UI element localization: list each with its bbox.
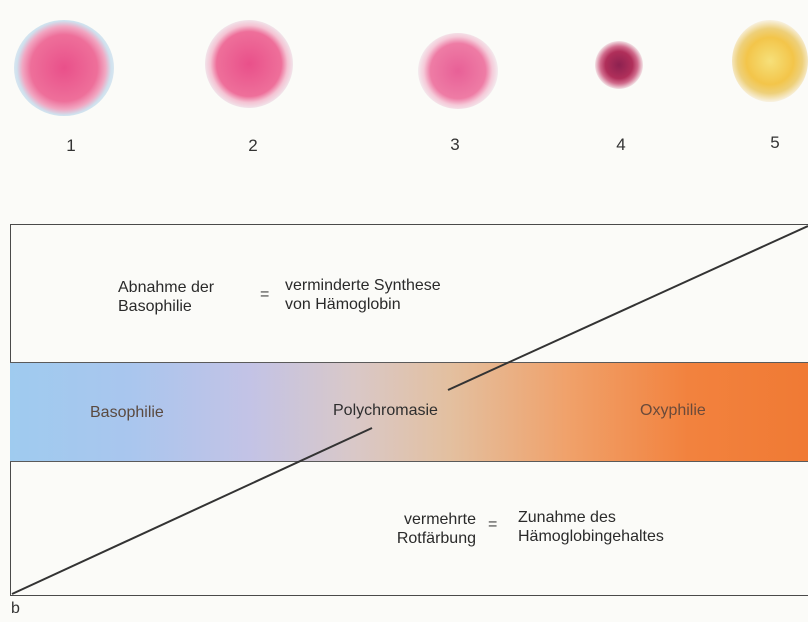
cell-1 [14, 20, 114, 116]
upper-right-text: verminderte Synthese von Hämoglobin [285, 276, 441, 314]
upper-right-line1: verminderte Synthese [285, 276, 441, 295]
cell-4 [595, 41, 643, 89]
cell-2 [205, 20, 293, 108]
cell-2-number: 2 [238, 136, 268, 156]
lower-right-line1: Zunahme des [518, 508, 664, 527]
lower-equals-sign: = [488, 516, 497, 534]
upper-left-text: Abnahme der Basophilie [118, 278, 214, 316]
band-label-oxyphilie: Oxyphilie [640, 402, 706, 420]
lower-right-text: Zunahme des Hämoglobingehaltes [518, 508, 664, 546]
cell-3-number: 3 [440, 135, 470, 155]
cell-3 [418, 33, 498, 109]
lower-left-line1: vermehrte [362, 510, 476, 529]
figure-part-label: b [11, 600, 20, 618]
cell-4-number: 4 [606, 135, 636, 155]
upper-right-line2: von Hämoglobin [285, 295, 441, 314]
upper-left-line2: Basophilie [118, 297, 214, 316]
lower-left-line2: Rotfärbung [362, 529, 476, 548]
band-label-basophilie: Basophilie [90, 404, 164, 422]
lower-left-text: vermehrte Rotfärbung [362, 510, 476, 548]
upper-equals-sign: = [260, 286, 269, 304]
upper-left-line1: Abnahme der [118, 278, 214, 297]
band-label-polychromasie: Polychromasie [333, 402, 438, 420]
cell-1-number: 1 [56, 136, 86, 156]
lower-right-line2: Hämoglobingehaltes [518, 527, 664, 546]
cell-5-number: 5 [760, 133, 790, 153]
cell-5 [732, 20, 808, 102]
